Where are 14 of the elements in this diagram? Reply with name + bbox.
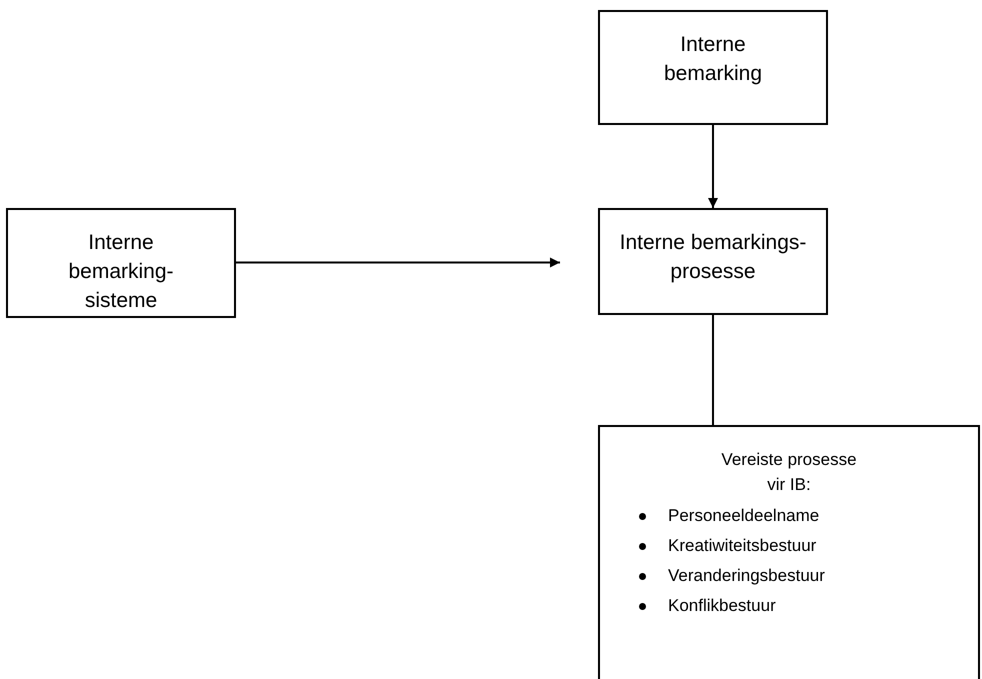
process-box [598, 10, 828, 125]
process-box [598, 208, 828, 315]
box-label: Interne bemarking-sisteme [67, 230, 175, 314]
process-box [6, 208, 236, 318]
list-item: Kreatiwiteitsbestuur [668, 535, 816, 558]
box-label: Interne bemarking [662, 32, 764, 87]
requirements-box [598, 425, 980, 679]
connector-arrow [708, 125, 718, 208]
list-item: Konflikbestuur [668, 595, 776, 618]
list-item: Veranderingsbestuur [668, 565, 825, 588]
box-heading: Vereiste prosesse vir IB: [720, 449, 858, 496]
box-label: Interne bemarkings-prosesse [618, 230, 808, 285]
list-item: Personeeldeelname [668, 505, 820, 528]
connector-arrow [236, 258, 560, 268]
